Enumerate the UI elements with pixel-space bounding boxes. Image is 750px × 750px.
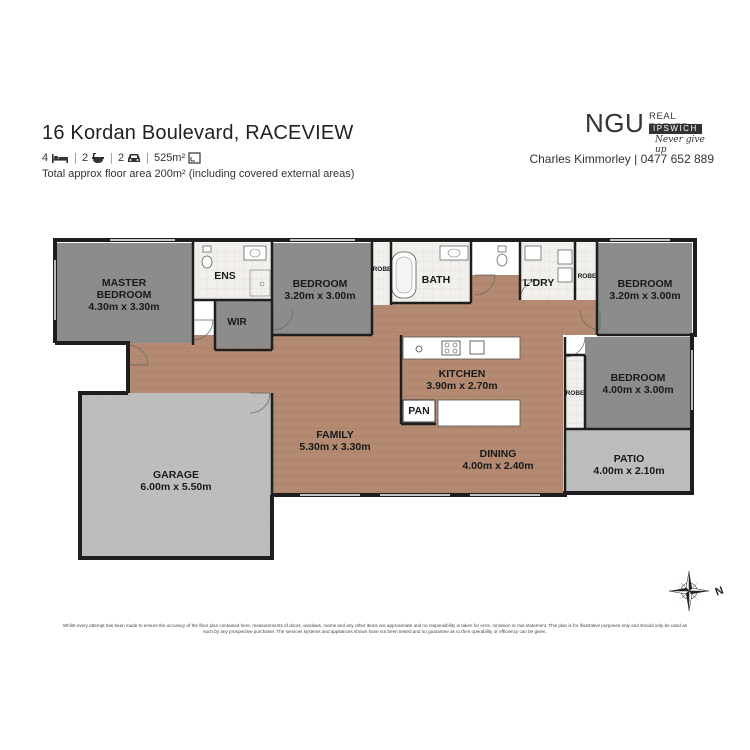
garage-size: 6.00m x 5.50m <box>140 481 211 493</box>
dining-label: DINING <box>480 448 517 460</box>
pantry-floor <box>402 399 436 423</box>
kitchen-label: KITCHEN <box>439 368 486 380</box>
bath-label: BATH <box>422 274 450 286</box>
master-bedroom-label-2: BEDROOM <box>97 289 152 301</box>
bedroom-2-floor <box>273 243 373 335</box>
family-label: FAMILY <box>316 429 354 441</box>
stats-separator: | <box>110 152 113 164</box>
bedroom-3-label: BEDROOM <box>618 278 673 290</box>
compass-icon: N <box>668 570 726 612</box>
ensuite-label: ENS <box>214 270 236 282</box>
patio-label: PATIO <box>614 453 645 465</box>
dining-size: 4.00m x 2.40m <box>462 460 533 472</box>
compass-north-label: N <box>714 585 726 599</box>
stats-separator: | <box>74 152 77 164</box>
toilet-fixture <box>201 245 508 269</box>
robe-3-floor <box>565 355 585 429</box>
bedroom-4-label: BEDROOM <box>611 372 666 384</box>
robe-2-label: ROBE <box>578 273 597 280</box>
agent-contact: Charles Kimmorley | 0477 652 889 <box>529 152 714 166</box>
logo-line2: IPSWICH <box>649 124 702 134</box>
robe-3-label: ROBE <box>566 390 585 397</box>
agency-logo: NGU REAL ESTATE IPSWICH Never give up <box>585 108 715 155</box>
window-frames <box>54 239 693 496</box>
bedroom-4-floor <box>585 337 692 429</box>
bedroom-3-floor <box>597 243 692 335</box>
logo-tagline: Never give up <box>655 135 705 155</box>
bedroom-2-size: 3.20m x 3.00m <box>284 290 355 302</box>
kitchen-bench <box>402 336 521 427</box>
garage-label: GARAGE <box>153 469 199 481</box>
patio-size: 4.00m x 2.10m <box>593 465 664 477</box>
bedroom-4-size: 4.00m x 3.00m <box>602 384 673 396</box>
shower-fixture <box>249 269 271 297</box>
pantry-label: PAN <box>408 405 429 417</box>
floor-area-note: Total approx floor area 200m² (including… <box>42 168 355 180</box>
master-bedroom-size: 4.30m x 3.30m <box>88 301 159 313</box>
stats-separator: | <box>146 152 149 164</box>
garage-floor <box>80 393 272 558</box>
logo-brand: NGU <box>585 108 645 138</box>
bedroom-3-size: 3.20m x 3.00m <box>609 290 680 302</box>
bath-icon <box>92 153 105 163</box>
disclaimer-text: Whilst every attempt has been made to en… <box>62 623 688 634</box>
vanity-fixture <box>243 245 573 283</box>
bed-icon <box>52 153 69 163</box>
wood-floor-area <box>128 275 600 495</box>
property-address: 16 Kordan Boulevard, RACEVIEW <box>42 122 354 144</box>
master-bedroom-label: MASTER <box>102 277 147 289</box>
interior-walls <box>191 240 692 495</box>
car-icon <box>128 154 141 162</box>
bathroom-count: 2 <box>81 152 89 164</box>
master-bedroom-floor <box>55 243 193 343</box>
land-area: 525m² <box>153 152 186 164</box>
car-count: 2 <box>117 152 125 164</box>
wir-floor <box>215 300 272 348</box>
land-area-icon <box>188 152 201 164</box>
robe-1-label: ROBE <box>373 266 392 273</box>
laundry-label: L'DRY <box>524 277 555 289</box>
property-stats: 4 | 2 | 2 | 525m² <box>42 152 201 164</box>
bedroom-2-label: BEDROOM <box>293 278 348 290</box>
patio-floor <box>565 429 692 493</box>
wir-label: WIR <box>227 317 247 328</box>
bedroom-count: 4 <box>42 152 49 164</box>
robe-2-floor <box>575 243 597 300</box>
bathtub-fixture <box>391 251 417 299</box>
kitchen-size: 3.90m x 2.70m <box>426 380 497 392</box>
robe-1-floor <box>373 243 391 305</box>
family-size: 5.30m x 3.30m <box>299 441 370 453</box>
